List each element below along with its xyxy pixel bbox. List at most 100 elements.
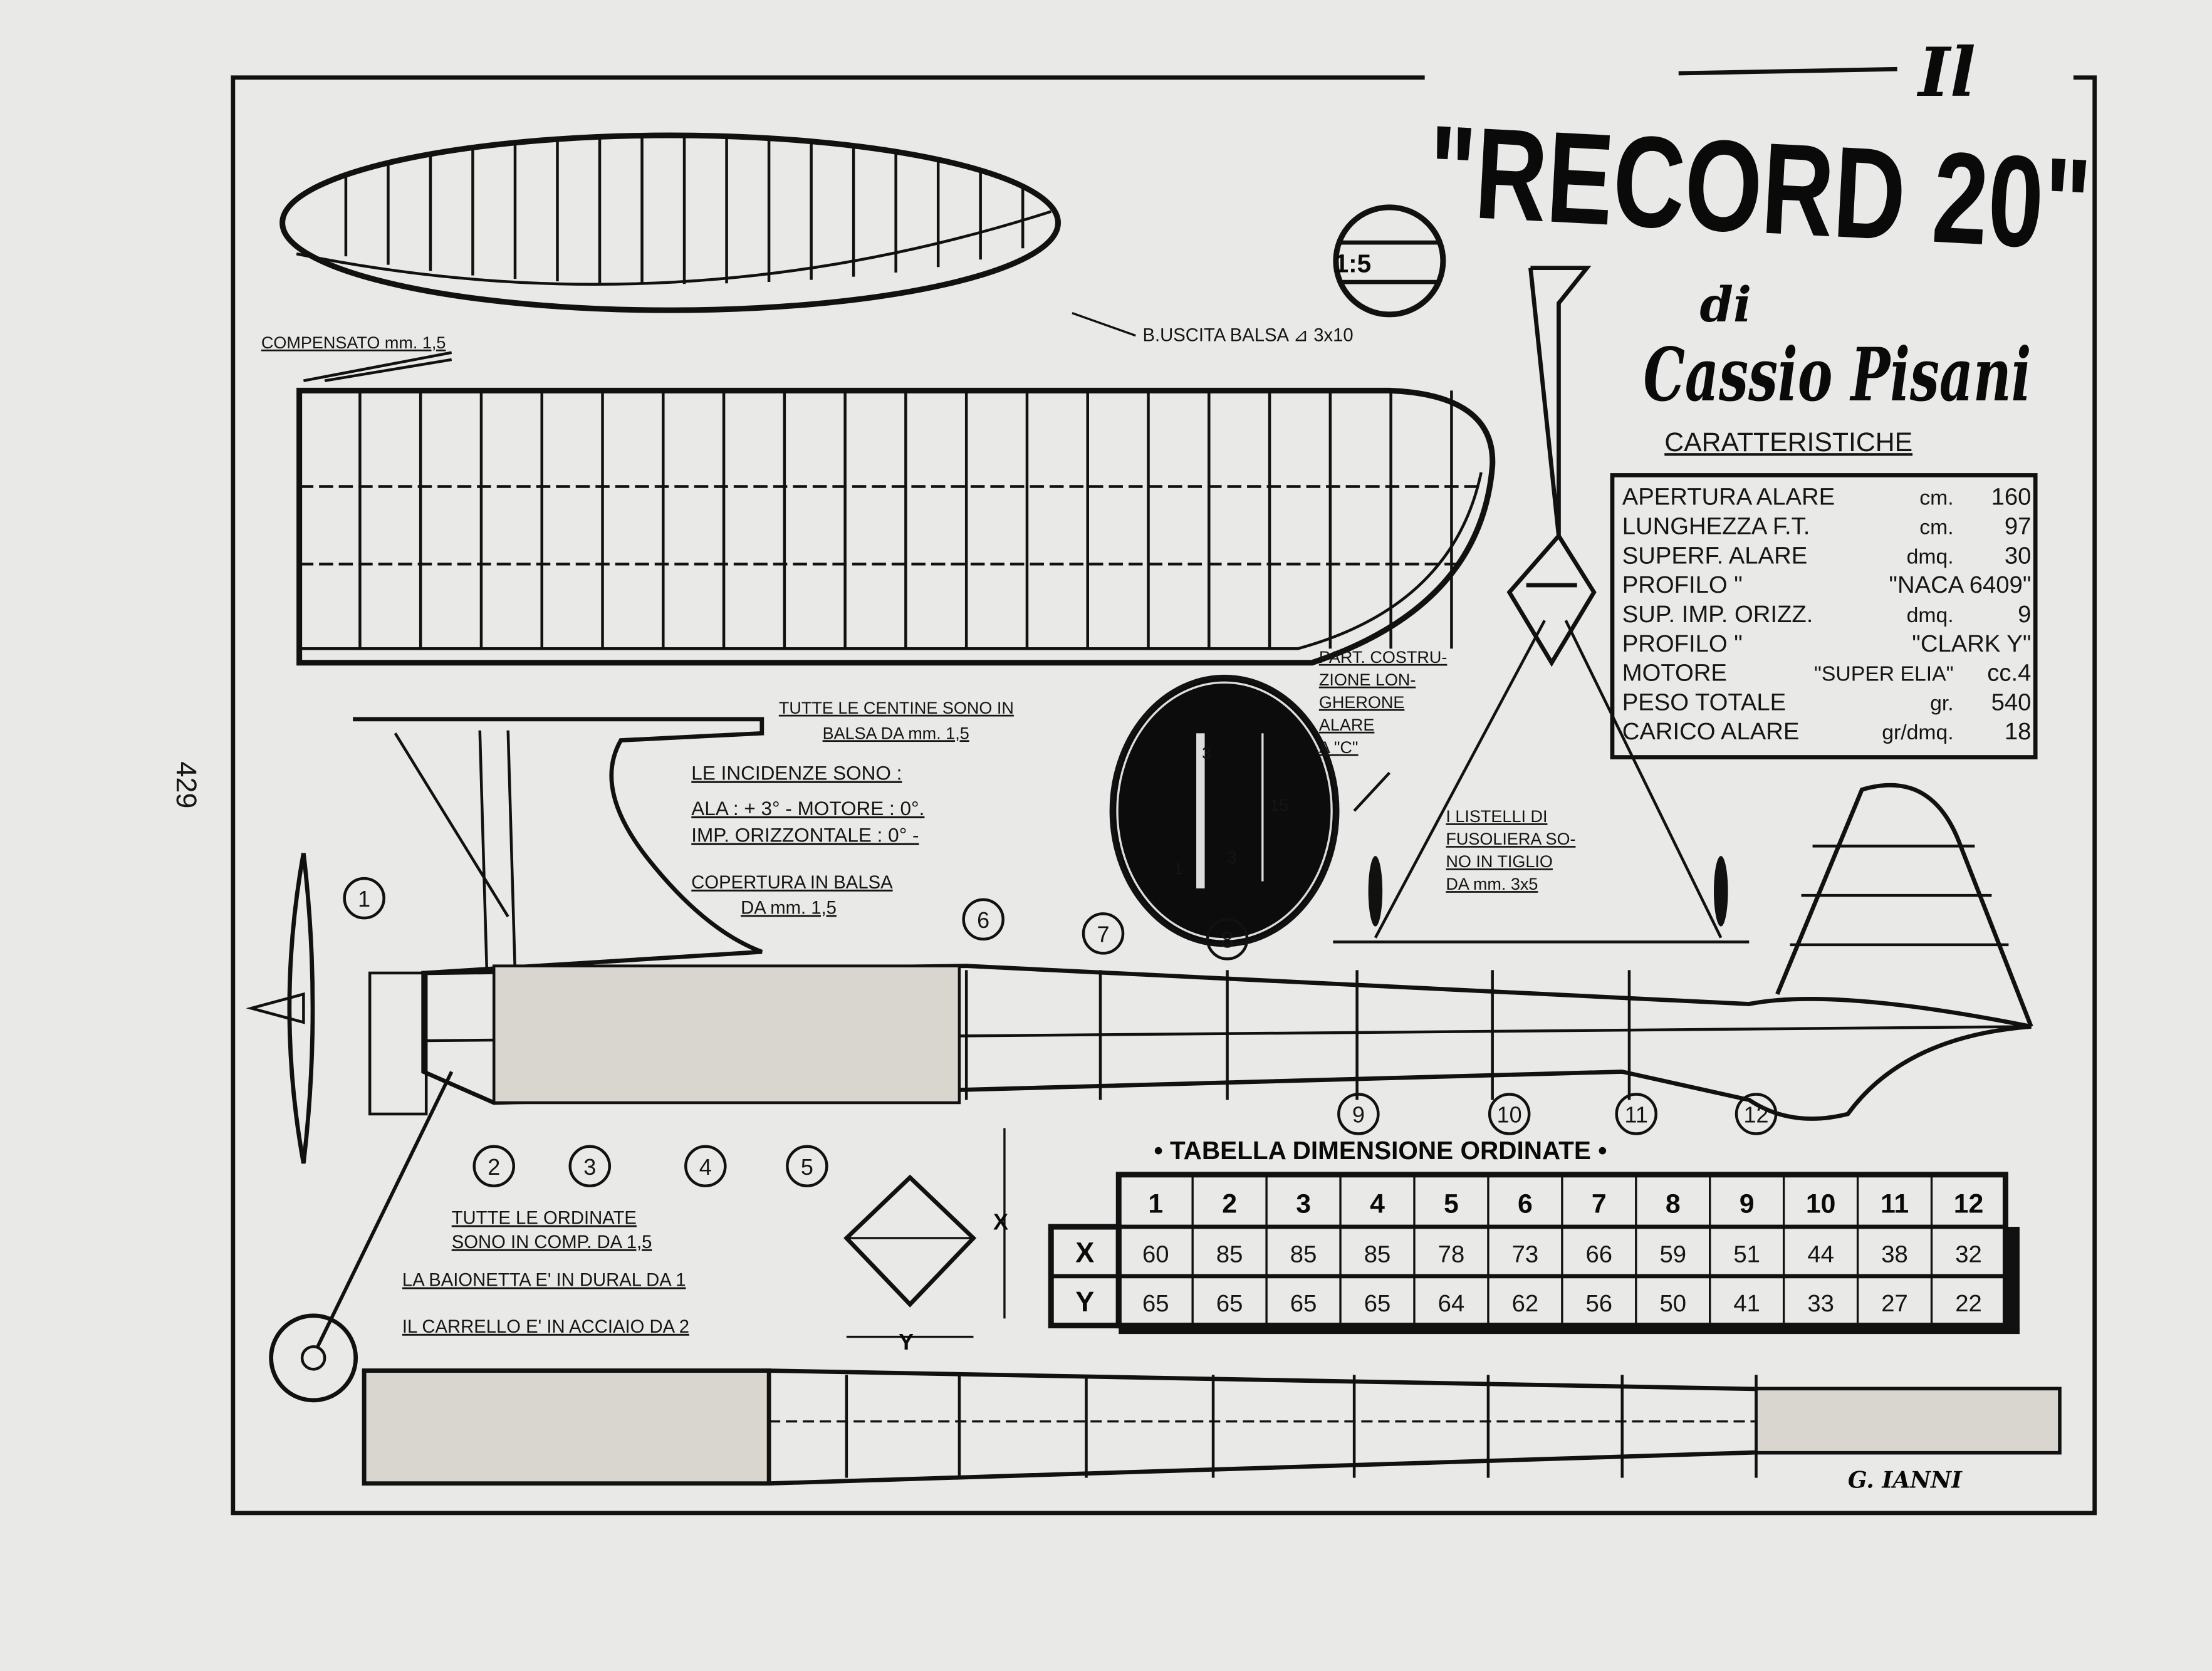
ordinate-marker-circle bbox=[1082, 912, 1125, 955]
spec-unit: "SUPER ELIA" bbox=[1814, 662, 1954, 686]
table-cell: 65 bbox=[1216, 1290, 1243, 1317]
label-line: ALARE bbox=[1319, 716, 1375, 734]
table-cell: 85 bbox=[1216, 1241, 1243, 1268]
title-prefix: Il bbox=[1916, 33, 1976, 112]
scale-label: 1:5 bbox=[1335, 249, 1372, 278]
dim-width-top: 3 bbox=[1202, 744, 1211, 763]
table-cell: 22 bbox=[1955, 1290, 1982, 1317]
table-header-cell: 2 bbox=[1222, 1189, 1237, 1219]
label-line: SONO IN COMP. DA 1,5 bbox=[452, 1232, 652, 1252]
ordinate-diamond-diagram: X Y bbox=[843, 1128, 1008, 1355]
ordinate-marker-circle bbox=[962, 898, 1004, 941]
label-line: DA mm. 3x5 bbox=[1446, 875, 1538, 893]
ordinate-marker-label: 8 bbox=[1221, 927, 1234, 952]
table-cell: 33 bbox=[1807, 1290, 1834, 1317]
spar-section-detail: 3 15 3 1 bbox=[1109, 674, 1340, 947]
ordinate-marker-label: 12 bbox=[1744, 1102, 1769, 1128]
caratteristiche-heading: CARATTERISTICHE bbox=[1664, 427, 1912, 457]
table-cell: 64 bbox=[1438, 1290, 1465, 1317]
ordinate-marker-label: 6 bbox=[977, 907, 989, 933]
spec-label: PESO TOTALE bbox=[1622, 689, 1786, 716]
page-number: 429 bbox=[170, 761, 202, 808]
spec-value: 30 bbox=[2005, 542, 2032, 569]
table-cell: 38 bbox=[1881, 1241, 1908, 1268]
ordinate-marker-circle bbox=[1488, 1093, 1531, 1135]
table-header-cell: 9 bbox=[1740, 1189, 1755, 1219]
diamond-y-label: Y bbox=[899, 1329, 914, 1355]
ordinate-marker-label: 7 bbox=[1097, 921, 1109, 947]
ordinate-marker-circle bbox=[472, 1145, 515, 1188]
spec-unit: gr. bbox=[1930, 691, 1954, 715]
spec-value: cc.4 bbox=[1987, 660, 2031, 687]
label-line: A "C" bbox=[1319, 738, 1359, 757]
table-header-cell: 4 bbox=[1370, 1189, 1385, 1219]
pylon-front-view bbox=[1333, 266, 1750, 944]
table-cell: 32 bbox=[1955, 1241, 1982, 1268]
specs-box bbox=[1610, 473, 2038, 759]
arrow-longherone bbox=[1353, 771, 1391, 812]
label-line: PART. COSTRU- bbox=[1319, 648, 1448, 667]
table-cell: 60 bbox=[1142, 1241, 1169, 1268]
arrow-uscita bbox=[1072, 312, 1136, 337]
table-cell: 85 bbox=[1290, 1241, 1317, 1268]
spec-label: MOTORE bbox=[1622, 660, 1727, 687]
table-cell: 44 bbox=[1807, 1241, 1834, 1268]
scale-badge: 1:5 bbox=[1333, 204, 1446, 318]
label-line: FUSOLIERA SO- bbox=[1446, 830, 1575, 848]
title-author: Cassio Pisani bbox=[1643, 331, 2031, 418]
table-header-cell: 1 bbox=[1148, 1189, 1163, 1219]
ordinate-marker-label: 1 bbox=[358, 886, 370, 912]
label-line: COPERTURA IN BALSA bbox=[691, 873, 893, 893]
label-line: ZIONE LON- bbox=[1319, 670, 1416, 689]
tabella-title: • TABELLA DIMENSIONE ORDINATE • bbox=[1154, 1136, 1607, 1165]
table-cell: 27 bbox=[1881, 1290, 1908, 1317]
ordinate-marker-circle bbox=[1615, 1093, 1657, 1135]
ordinate-marker-label: 11 bbox=[1625, 1102, 1648, 1128]
spec-value: 160 bbox=[1991, 484, 2032, 511]
table-header-cell: 11 bbox=[1881, 1189, 1909, 1219]
table-cell: 56 bbox=[1586, 1290, 1613, 1317]
ordinate-marker-label: 5 bbox=[801, 1154, 813, 1180]
spec-value: 540 bbox=[1991, 689, 2032, 716]
spec-label: SUP. IMP. ORIZZ. bbox=[1622, 601, 1813, 628]
spec-label: LUNGHEZZA F.T. bbox=[1622, 513, 1810, 540]
label-line: TUTTE LE CENTINE SONO IN bbox=[779, 699, 1014, 717]
diamond-x-label: X bbox=[993, 1209, 1008, 1235]
ordinate-marker-label: 4 bbox=[699, 1154, 712, 1180]
table-header-cell: 5 bbox=[1444, 1189, 1459, 1219]
table-cell: 51 bbox=[1733, 1241, 1760, 1268]
ordinate-marker-label: 10 bbox=[1497, 1102, 1522, 1128]
label-baionetta: LA BAIONETTA E' IN DURAL DA 1 bbox=[402, 1271, 686, 1291]
label-line: IMP. ORIZZONTALE : 0° - bbox=[691, 824, 919, 846]
table-shadow bbox=[2005, 1227, 2020, 1333]
label-incidenze: ALA : + 3° - MOTORE : 0°. IMP. ORIZZONTAL… bbox=[691, 797, 924, 846]
table-row-label: X bbox=[1075, 1236, 1094, 1268]
ordinate-marker-label: 9 bbox=[1352, 1102, 1365, 1128]
table-row-label: Y bbox=[1075, 1286, 1094, 1318]
ordinate-marker-circle bbox=[786, 1145, 828, 1188]
dim-flange: 3 bbox=[1228, 848, 1237, 867]
spec-label: PROFILO " bbox=[1622, 571, 1743, 598]
table-cell: 65 bbox=[1290, 1290, 1317, 1317]
table-header-cell: 6 bbox=[1518, 1189, 1533, 1219]
table-cell: 41 bbox=[1733, 1290, 1760, 1317]
ordinate-marker-circle bbox=[343, 877, 385, 920]
ordinate-marker-circle bbox=[1206, 918, 1249, 960]
spec-unit: cm. bbox=[1919, 486, 1953, 510]
spec-label: APERTURA ALARE bbox=[1622, 484, 1835, 511]
table-cell: 50 bbox=[1659, 1290, 1686, 1317]
table-header-cell: 12 bbox=[1954, 1189, 1984, 1219]
spec-label: SUPERF. ALARE bbox=[1622, 542, 1807, 569]
drawing-border bbox=[231, 66, 2097, 1516]
ordinate-marker-circle bbox=[568, 1145, 612, 1188]
spec-value: 97 bbox=[2005, 513, 2032, 540]
label-line: ALA : + 3° - MOTORE : 0°. bbox=[691, 797, 924, 820]
title-block: Il "RECORD 20" di Cassio Pisani bbox=[1425, 33, 2094, 418]
spec-value: "CLARK Y" bbox=[1912, 630, 2031, 657]
